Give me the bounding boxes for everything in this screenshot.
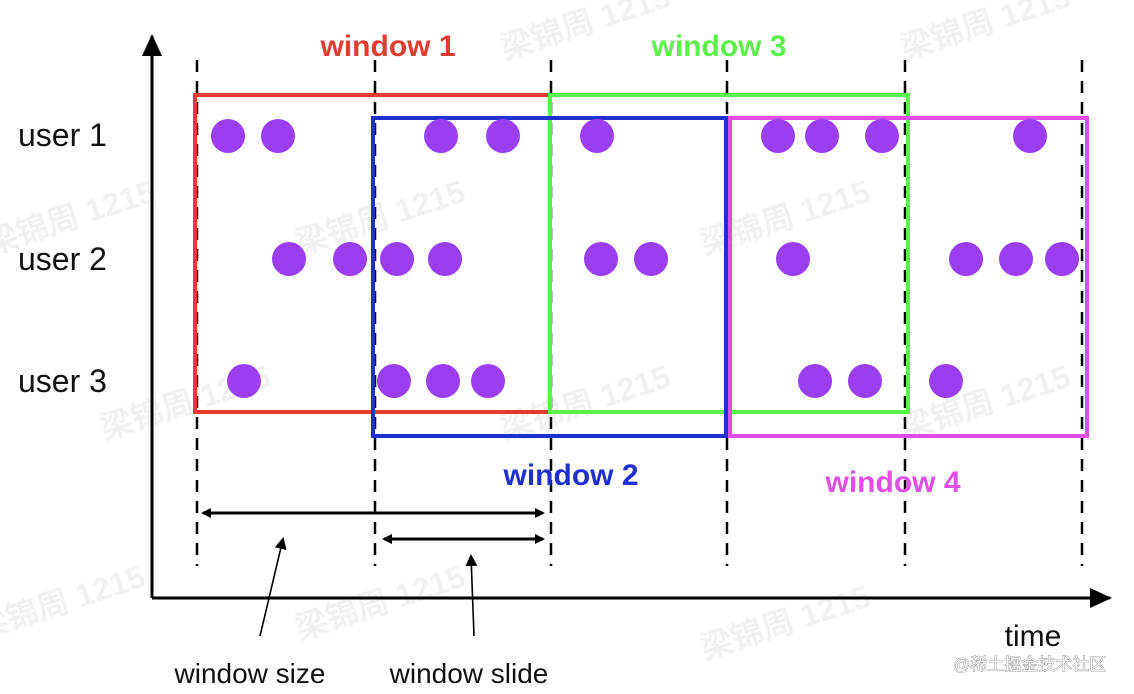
event-dot bbox=[471, 364, 505, 398]
window-slide-pointer bbox=[465, 554, 478, 637]
watermark-text: 梁锦周 1215 bbox=[0, 558, 150, 647]
row-label-user-1: user 1 bbox=[18, 117, 107, 153]
events-user-2 bbox=[272, 242, 1079, 276]
event-dot bbox=[949, 242, 983, 276]
event-dot bbox=[1045, 242, 1079, 276]
event-dot bbox=[584, 242, 618, 276]
event-dot bbox=[634, 242, 668, 276]
event-dot bbox=[805, 119, 839, 153]
window-4-box bbox=[728, 116, 1089, 438]
event-dot bbox=[848, 364, 882, 398]
event-dot bbox=[865, 119, 899, 153]
watermark-text: 梁锦周 1215 bbox=[496, 358, 675, 447]
event-dot bbox=[377, 364, 411, 398]
events-user-1 bbox=[211, 119, 1047, 153]
watermark-text: 梁锦周 1215 bbox=[496, 0, 675, 67]
event-dot bbox=[580, 119, 614, 153]
watermark-layer: 梁锦周 1215 梁锦周 1215 梁锦周 1215 梁锦周 1215 梁锦周 … bbox=[0, 0, 1075, 667]
footer-watermark: @稀土掘金技术社区 bbox=[953, 655, 1106, 674]
window-2-label: window 2 bbox=[503, 459, 639, 492]
window-4-label: window 4 bbox=[825, 466, 961, 499]
window-slide-caption: window slide bbox=[389, 658, 549, 689]
event-dot bbox=[428, 242, 462, 276]
event-dot bbox=[486, 119, 520, 153]
event-dot bbox=[761, 119, 795, 153]
event-dot bbox=[272, 242, 306, 276]
x-axis-title: time bbox=[1005, 620, 1062, 653]
event-dot bbox=[261, 119, 295, 153]
window-1-label: window 1 bbox=[320, 30, 456, 63]
window-2-box bbox=[371, 116, 728, 438]
event-dot bbox=[424, 119, 458, 153]
window-size-pointer bbox=[259, 537, 287, 637]
watermark-text: 梁锦周 1215 bbox=[291, 558, 470, 647]
watermark-text: 梁锦周 1215 bbox=[896, 358, 1075, 447]
event-dot bbox=[211, 119, 245, 153]
event-dot bbox=[1013, 119, 1047, 153]
event-dot bbox=[227, 364, 261, 398]
event-dot bbox=[929, 364, 963, 398]
event-dot bbox=[776, 242, 810, 276]
row-label-user-2: user 2 bbox=[18, 241, 107, 277]
row-label-user-3: user 3 bbox=[18, 363, 107, 399]
events-user-3 bbox=[227, 364, 963, 398]
event-dot bbox=[380, 242, 414, 276]
watermark-text: 梁锦周 1215 bbox=[696, 578, 875, 667]
window-size-caption: window size bbox=[174, 658, 326, 689]
event-dot bbox=[333, 242, 367, 276]
window-3-label: window 3 bbox=[651, 30, 787, 63]
event-dot bbox=[999, 242, 1033, 276]
event-dot bbox=[798, 364, 832, 398]
event-dot bbox=[426, 364, 460, 398]
watermark-text: 梁锦周 1215 bbox=[896, 0, 1075, 67]
